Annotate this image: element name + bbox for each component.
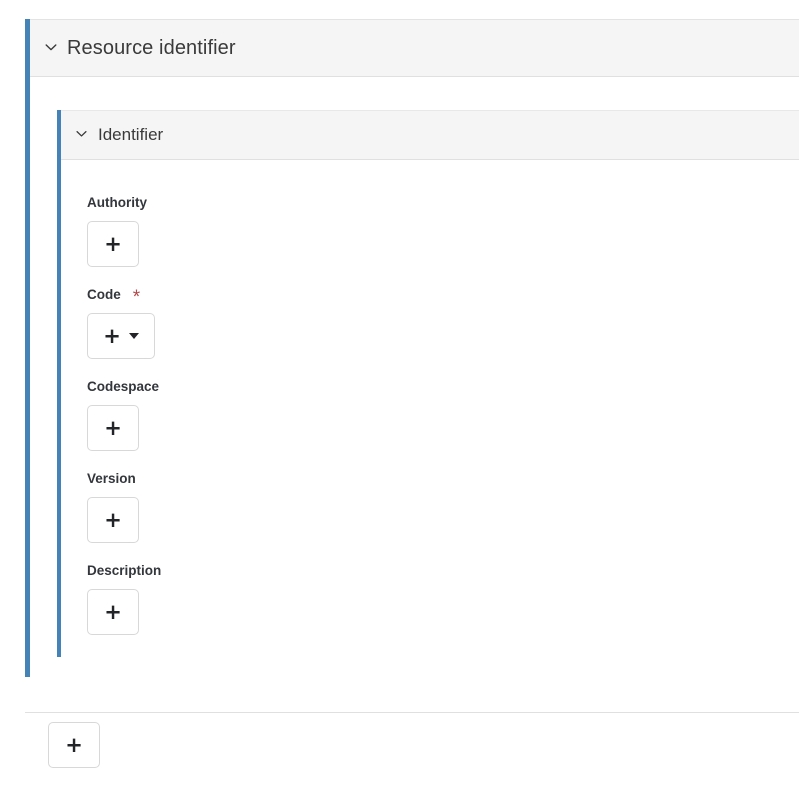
field-authority-label: Authority [87,195,147,210]
plus-icon: + [104,599,122,624]
field-authority: Authority + [87,194,799,267]
field-description: Description + [87,562,799,635]
plus-icon: + [65,732,83,757]
field-version: Version + [87,470,799,543]
field-version-label: Version [87,471,136,486]
field-code-label-row: Code * [87,286,799,308]
field-version-label-row: Version [87,470,799,488]
resource-identifier-panel: Resource identifier Identifier [25,19,799,677]
chevron-down-icon[interactable] [75,127,89,141]
add-authority-button[interactable]: + [87,221,139,267]
add-resource-identifier-button[interactable]: + [48,722,100,768]
identifier-title: Identifier [98,125,164,144]
resource-identifier-header[interactable]: Resource identifier [30,19,799,77]
chevron-down-icon[interactable] [44,40,58,54]
field-code-label: Code [87,287,121,302]
identifier-panel: Identifier Authority + [57,110,799,657]
add-description-button[interactable]: + [87,589,139,635]
identifier-fields: Authority + Code * + [61,160,799,657]
plus-icon: + [104,231,122,256]
add-version-button[interactable]: + [87,497,139,543]
field-codespace: Codespace + [87,378,799,451]
field-description-label: Description [87,563,162,578]
add-codespace-button[interactable]: + [87,405,139,451]
required-asterisk-icon: * [132,287,141,308]
field-code: Code * + [87,286,799,359]
identifier-header[interactable]: Identifier [61,110,799,160]
field-codespace-label-row: Codespace [87,378,799,396]
add-code-button[interactable]: + [87,313,155,359]
caret-down-icon[interactable] [128,333,139,339]
plus-icon: + [103,323,121,348]
field-description-label-row: Description [87,562,799,580]
panel-bottom-divider [25,712,799,713]
plus-icon: + [104,415,122,440]
field-authority-label-row: Authority [87,194,799,212]
resource-identifier-title: Resource identifier [67,36,236,59]
field-codespace-label: Codespace [87,379,160,394]
add-resource-identifier-wrap: + [48,722,100,768]
resource-identifier-body: Identifier Authority + [30,77,799,677]
plus-icon: + [104,507,122,532]
